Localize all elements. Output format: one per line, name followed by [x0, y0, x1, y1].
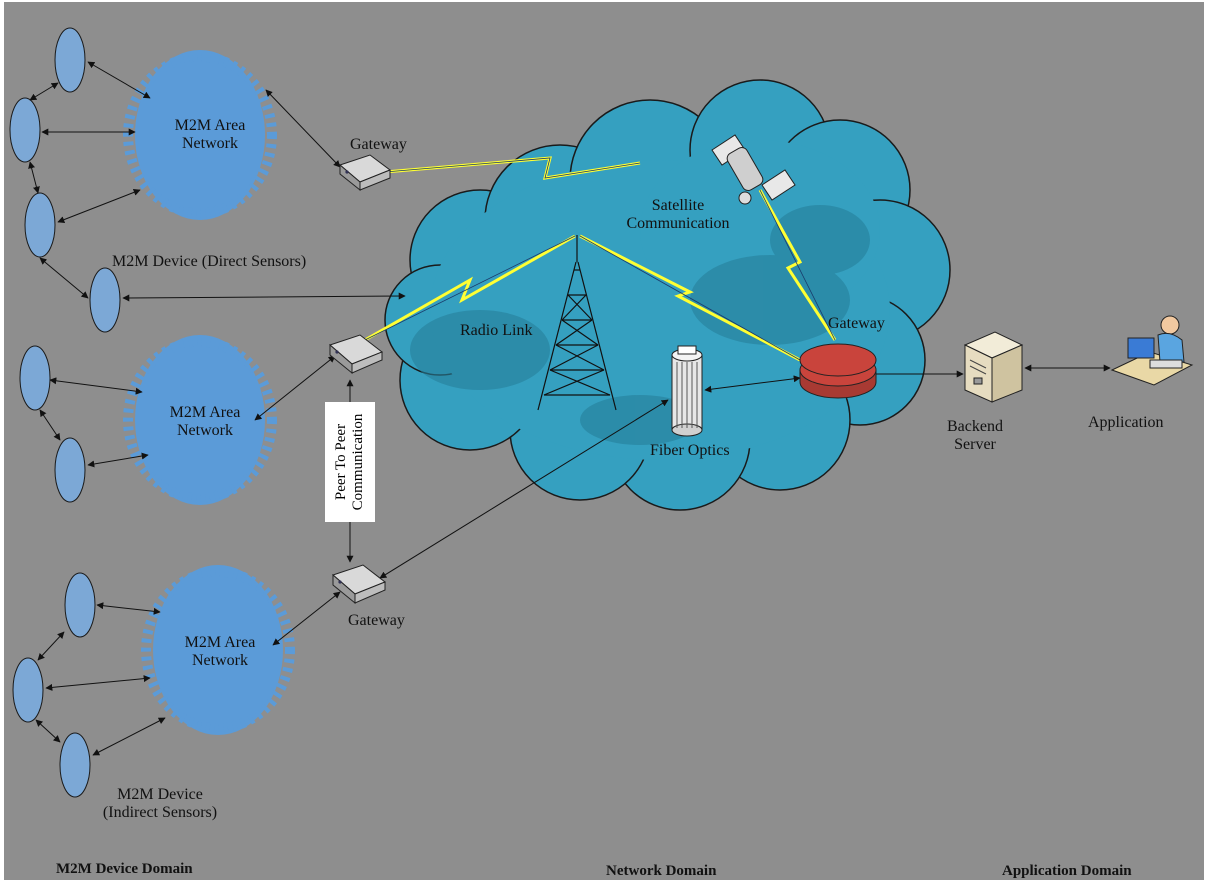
gateway-device-center	[329, 334, 383, 375]
device-nodes-bottom	[12, 572, 96, 798]
device-domain-label: M2M Device Domain	[56, 861, 193, 877]
application-label: Application	[1088, 414, 1164, 431]
peer-to-peer-label: Peer To Peer Communication	[333, 413, 366, 511]
gateway-device-top	[339, 154, 392, 192]
area-network-label-2-text: M2M Area Network	[169, 404, 241, 439]
radio-tower-icon	[537, 235, 617, 411]
area-network-label-1: M2M Area Network	[175, 117, 246, 153]
network-domain-label: Network Domain	[606, 863, 717, 879]
peer-to-peer-box	[325, 402, 375, 522]
indirect-sensors-label: M2M Device (Indirect Sensors)	[102, 786, 218, 821]
area-network-cloud-3	[141, 565, 295, 735]
backend-server-icon	[963, 331, 1024, 403]
wireless-links	[364, 156, 837, 362]
device-nodes-top	[9, 27, 121, 333]
gateway-label-top: Gateway	[350, 136, 407, 153]
area-network-label-3: M2M Area Network	[185, 634, 256, 670]
area-network-label-2: M2M Area Network	[170, 404, 241, 440]
application-domain-label: Application Domain	[1002, 863, 1132, 879]
radio-link-label: Radio Link	[460, 322, 533, 339]
device-nodes-middle	[19, 345, 86, 503]
area-network-label-1-text: M2M Area Network	[174, 117, 246, 152]
gateway-label-bottom: Gateway	[348, 612, 405, 629]
satellite-icon	[711, 134, 796, 205]
gateway-label-network: Gateway	[828, 315, 885, 332]
backend-server-label: Backend Server	[947, 418, 1003, 453]
satellite-label: Satellite Communication	[626, 197, 730, 232]
fiber-optics-icon	[671, 345, 703, 437]
direct-sensors-label: M2M Device (Direct Sensors)	[112, 253, 307, 270]
gateway-device-bottom	[332, 564, 386, 605]
application-user-icon	[1110, 315, 1194, 386]
network-gateway-disk	[799, 343, 877, 399]
fiber-optics-label: Fiber Optics	[650, 442, 730, 459]
area-network-label-3-text: M2M Area Network	[184, 634, 256, 669]
